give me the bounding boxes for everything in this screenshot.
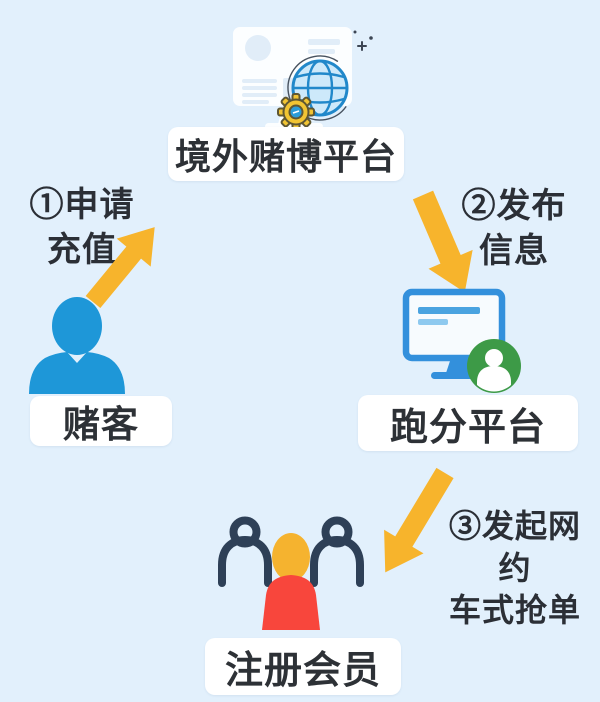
outline-person-right-icon (310, 516, 364, 587)
monitor-user-badge-icon (402, 288, 521, 393)
sparkle-icon (353, 30, 373, 51)
arrow-step3-icon (384, 467, 454, 573)
step3-line1: ③发起网约 (448, 508, 581, 587)
people-group-icon (218, 516, 364, 630)
step3-caption: ③发起网约 车式抢单 (434, 505, 596, 632)
label-overseas-platform: 境外赌博平台 (168, 127, 404, 181)
member-person-icon (262, 533, 320, 630)
label-gambler-text: 赌客 (63, 404, 139, 445)
label-registered-members: 注册会员 (205, 638, 401, 695)
step1-caption: ①申请 充值 (14, 183, 150, 273)
outline-person-left-icon (218, 516, 272, 587)
monitor-globe-gear-icon (233, 27, 373, 131)
label-overseas-platform-text: 境外赌博平台 (174, 136, 397, 177)
blue-monitor-outline-icon (402, 288, 506, 379)
step2-caption: ②发布 信息 (446, 184, 582, 274)
blue-person-icon (29, 297, 125, 394)
label-gambler: 赌客 (30, 396, 172, 446)
green-user-badge-icon (467, 339, 521, 393)
label-registered-members-text: 注册会员 (224, 650, 381, 692)
gear-icon (277, 93, 315, 131)
label-paofen-platform: 跑分平台 (358, 395, 578, 451)
step2-line2: 信息 (479, 231, 549, 270)
step2-line1: ②发布 (461, 187, 567, 225)
arrow-step2-icon (412, 190, 473, 293)
step1-line1: ①申请 (29, 186, 135, 224)
arrow-step1-icon (85, 227, 155, 309)
step1-line2: 充值 (47, 230, 117, 269)
step3-line2: 车式抢单 (448, 592, 581, 629)
label-paofen-platform-text: 跑分平台 (389, 406, 546, 449)
